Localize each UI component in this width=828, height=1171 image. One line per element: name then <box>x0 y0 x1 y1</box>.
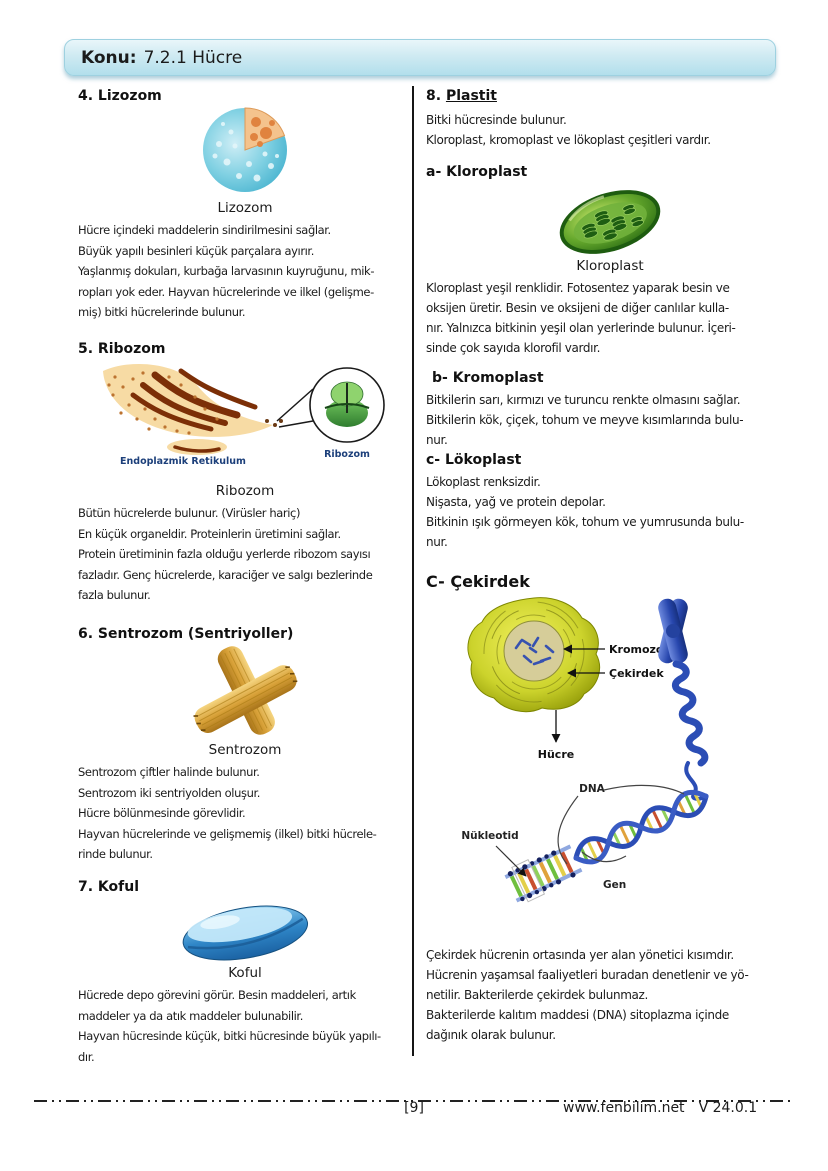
endoplasmic-reticulum-image: Endoplazmik Retikulum Ribozom <box>103 363 385 467</box>
section-text: Bütün hücrelerde bulunur. (Virüsler hari… <box>78 506 373 602</box>
chromosomes-in-nucleus <box>514 636 555 666</box>
vacuole-illustration <box>78 893 412 967</box>
figure-caption: Sentrozom <box>208 742 282 758</box>
gen-label: Gen <box>603 879 626 891</box>
vacuole-image <box>182 905 309 961</box>
section-text: Hücre içindeki maddelerin sindirilmesini… <box>78 223 375 319</box>
section-koful: 7. Koful Koful Hücr <box>78 879 412 1139</box>
section-lizozom: 4. Lizozom <box>78 88 412 341</box>
lysosome-image <box>203 107 287 192</box>
page-number: [9] <box>404 1100 424 1116</box>
lysosome-illustration <box>78 102 412 194</box>
section-heading: C- Çekirdek <box>426 572 530 591</box>
nucleus-diagram: Kromozom Çekirdek Hücre <box>426 596 794 936</box>
section-ribozom: 5. Ribozom <box>78 341 412 626</box>
section-cekirdek: C- Çekirdek <box>426 572 794 1052</box>
kromoplast-heading: b- Kromoplast <box>432 370 544 386</box>
er-label: Endoplazmik Retikulum <box>120 456 246 467</box>
kromoplast-text: Bitkilerin sarı, kırmızı ve turuncu renk… <box>426 393 744 447</box>
section-heading: 5. Ribozom <box>78 341 166 357</box>
topic-label: Konu: <box>81 47 137 68</box>
section-plastit: 8. Plastit Bitki hücresinde bulunur. Klo… <box>426 88 794 572</box>
topic-title: 7.2.1 Hücre <box>143 47 243 68</box>
dna-label: DNA <box>579 783 606 795</box>
ribosome-illustration: Endoplazmik Retikulum Ribozom <box>78 361 412 469</box>
lokoplast-text: Lökoplast renksizdir. Nişasta, yağ ve pr… <box>426 475 744 549</box>
figure-caption: Kloroplast <box>576 258 644 274</box>
figure-caption: Koful <box>228 965 262 981</box>
chromatin-coil <box>672 660 709 767</box>
dna-helix <box>504 789 709 903</box>
site-url: www.fenbilim.net <box>563 1100 685 1116</box>
section-heading: 6. Sentrozom (Sentriyoller) <box>78 626 294 642</box>
kloroplast-text: Kloroplast yeşil renklidir. Fotosentez y… <box>426 281 736 355</box>
nucleotide-highlight-box <box>511 859 546 903</box>
hucre-label: Hücre <box>538 748 574 761</box>
centrosome-illustration <box>78 642 412 742</box>
section-heading: 7. Koful <box>78 879 140 895</box>
footer-site: www.fenbilim.net V 24.0.1 <box>563 1100 757 1116</box>
chloroplast-image <box>559 190 661 254</box>
plastit-intro: Bitki hücresinde bulunur. Kloroplast, kr… <box>426 113 711 147</box>
ribosome-label: Ribozom <box>324 449 370 460</box>
column-divider <box>412 86 414 1056</box>
section-text: Hücrede depo görevini görür. Besin madde… <box>78 988 381 1064</box>
chloroplast-illustration <box>426 182 794 262</box>
centriole-image <box>193 646 298 735</box>
footer-divider <box>34 1088 794 1107</box>
kloroplast-heading: a- Kloroplast <box>426 164 528 180</box>
cekirdek-text: Çekirdek hücrenin ortasında yer alan yön… <box>426 948 749 1042</box>
nukleotid-label: Nükleotid <box>461 830 518 842</box>
figure-caption: Lizozom <box>217 200 273 216</box>
heading-number: 8. <box>426 88 442 104</box>
section-text: Sentrozom çiftler halinde bulunur. Sentr… <box>78 765 377 861</box>
figure-caption: Ribozom <box>215 483 275 499</box>
section-sentrozom: 6. Sentrozom (Sentriyoller) <box>78 626 412 879</box>
section-heading: 4. Lizozom <box>78 88 162 104</box>
lokoplast-heading: c- Lökoplast <box>426 452 522 468</box>
nucleus-dna-image: Kromozom Çekirdek Hücre <box>461 597 709 903</box>
heading-word: Plastit <box>445 88 497 104</box>
cekirdek-label: Çekirdek <box>609 667 664 680</box>
chromosome-x <box>658 598 688 664</box>
topic-header-bar: Konu: 7.2.1 Hücre <box>64 39 776 76</box>
version-label: V 24.0.1 <box>698 1100 758 1116</box>
section-heading: 8. Plastit <box>426 88 794 104</box>
